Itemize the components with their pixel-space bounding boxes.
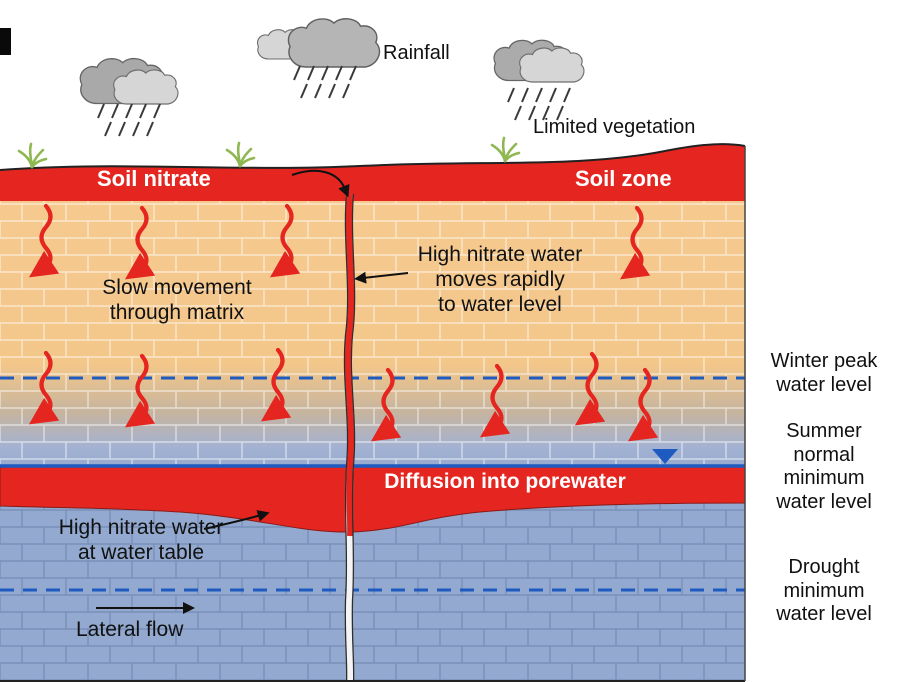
rainfall-label: Rainfall [383, 42, 450, 64]
unsaturated-zone-bricks [0, 199, 745, 466]
edge-mark [0, 28, 11, 55]
rain-cloud-icon [79, 57, 179, 137]
fracture [343, 194, 356, 682]
rain-cloud-icon [493, 39, 585, 121]
soil-zone-band [0, 144, 745, 201]
lateral-flow-label: Lateral flow [76, 618, 184, 641]
rain-cloud-icon [256, 18, 381, 99]
drought-minimum-level-label: Drought minimum water level [776, 556, 872, 626]
summer-minimum-level-label: Summer normal minimum water level [776, 420, 872, 513]
slow-movement-label: Slow movement through matrix [102, 276, 252, 324]
soil-nitrate-arrow [291, 169, 350, 198]
soil-zone-label: Soil zone [575, 166, 672, 191]
soil-nitrate-label: Soil nitrate [97, 166, 211, 191]
water-table-callout-arrow [203, 510, 270, 530]
fracture-callout-arrow [354, 271, 409, 284]
winter-peak-level-label: Winter peak water level [770, 350, 878, 396]
water-table-marker-icon [652, 449, 678, 464]
high-nitrate-water-table-label: High nitrate water at water table [58, 516, 224, 564]
limited-vegetation-label: Limited vegetation [533, 116, 696, 138]
ground-surface-line [0, 143, 746, 171]
diffusion-label: Diffusion into porewater [384, 470, 626, 493]
annotation-arrows [96, 169, 409, 614]
fracture-callout-label: High nitrate water moves rapidly to wate… [417, 243, 583, 316]
